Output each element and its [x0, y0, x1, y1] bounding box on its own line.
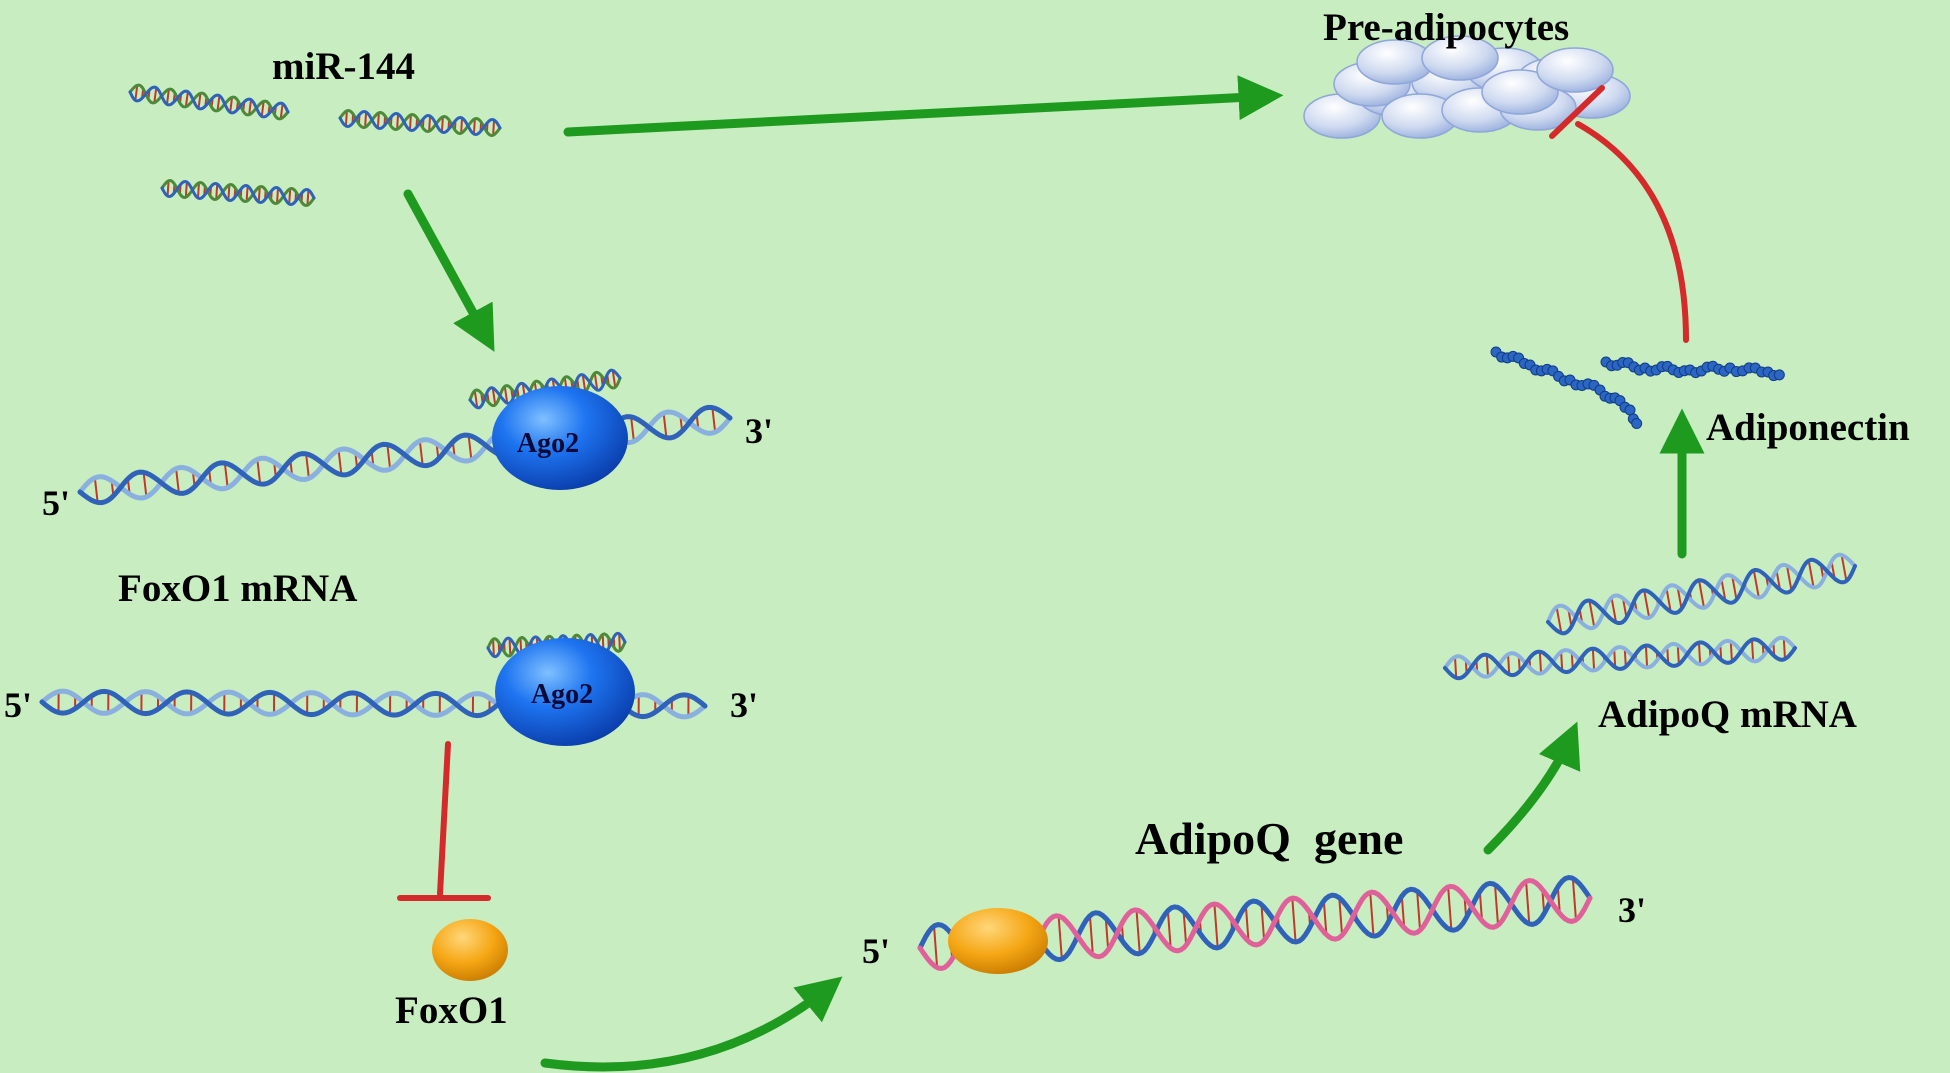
- cell-12: [1481, 69, 1559, 115]
- adipoq-mrna-label: AdipoQ mRNA: [1598, 693, 1857, 736]
- mirna-strand-2: [338, 108, 502, 138]
- ago2-label-bottom: Ago2: [531, 679, 593, 710]
- inhibit-preadipocytes-stem: [1575, 121, 1689, 343]
- cell-13: [1536, 47, 1614, 93]
- inhibition-lines: [397, 85, 1689, 901]
- five-prime-end-bottom: 5': [4, 685, 32, 725]
- mir144-label: miR-144: [272, 45, 415, 88]
- cell-cluster-icon: [1303, 35, 1631, 139]
- adipoq-mrna-strand-bottom: [1443, 635, 1797, 681]
- arrow-mir-to-ago2: [403, 189, 495, 352]
- inhibit-foxo1-stem: [437, 741, 451, 897]
- adiponectin-label: Adiponectin: [1706, 406, 1910, 449]
- foxo1-label: FoxO1: [395, 989, 508, 1032]
- three-prime-end-bottom: 3': [730, 685, 758, 725]
- foxo1-mrna-strand-top: [77, 404, 733, 506]
- ago2-protein-icon: [492, 386, 635, 746]
- arrow-mir-to-preadipocytes: [563, 75, 1284, 137]
- mirna-strand-1: [128, 83, 290, 121]
- three-prime-end-top: 3': [745, 411, 773, 451]
- cell-11: [1421, 35, 1499, 81]
- inhibit-preadipocytes-bar: [1549, 85, 1605, 139]
- five-prime-end-gene: 5': [862, 931, 890, 971]
- five-prime-end-top: 5': [42, 483, 70, 523]
- activation-arrows: [403, 75, 1705, 1072]
- ago2-label-top: Ago2: [517, 428, 579, 459]
- adiponectin-protein-icon: [1490, 346, 1785, 430]
- foxo1-protein-icon: [432, 908, 1048, 981]
- adipoq-gene-label: AdipoQ gene: [1135, 813, 1403, 864]
- mirna-strand-3: [160, 178, 316, 208]
- adipoq-mrna-strand-top: [1546, 552, 1857, 636]
- helix-layer: [39, 83, 1857, 972]
- arrow-gene-to-mrna: [1483, 721, 1581, 855]
- preadipocytes-label: Pre-adipocytes: [1323, 6, 1569, 49]
- foxo1-mrna-label: FoxO1 mRNA: [118, 567, 357, 610]
- arrow-foxo1-to-gene: [540, 976, 843, 1072]
- three-prime-end-gene: 3': [1618, 890, 1646, 930]
